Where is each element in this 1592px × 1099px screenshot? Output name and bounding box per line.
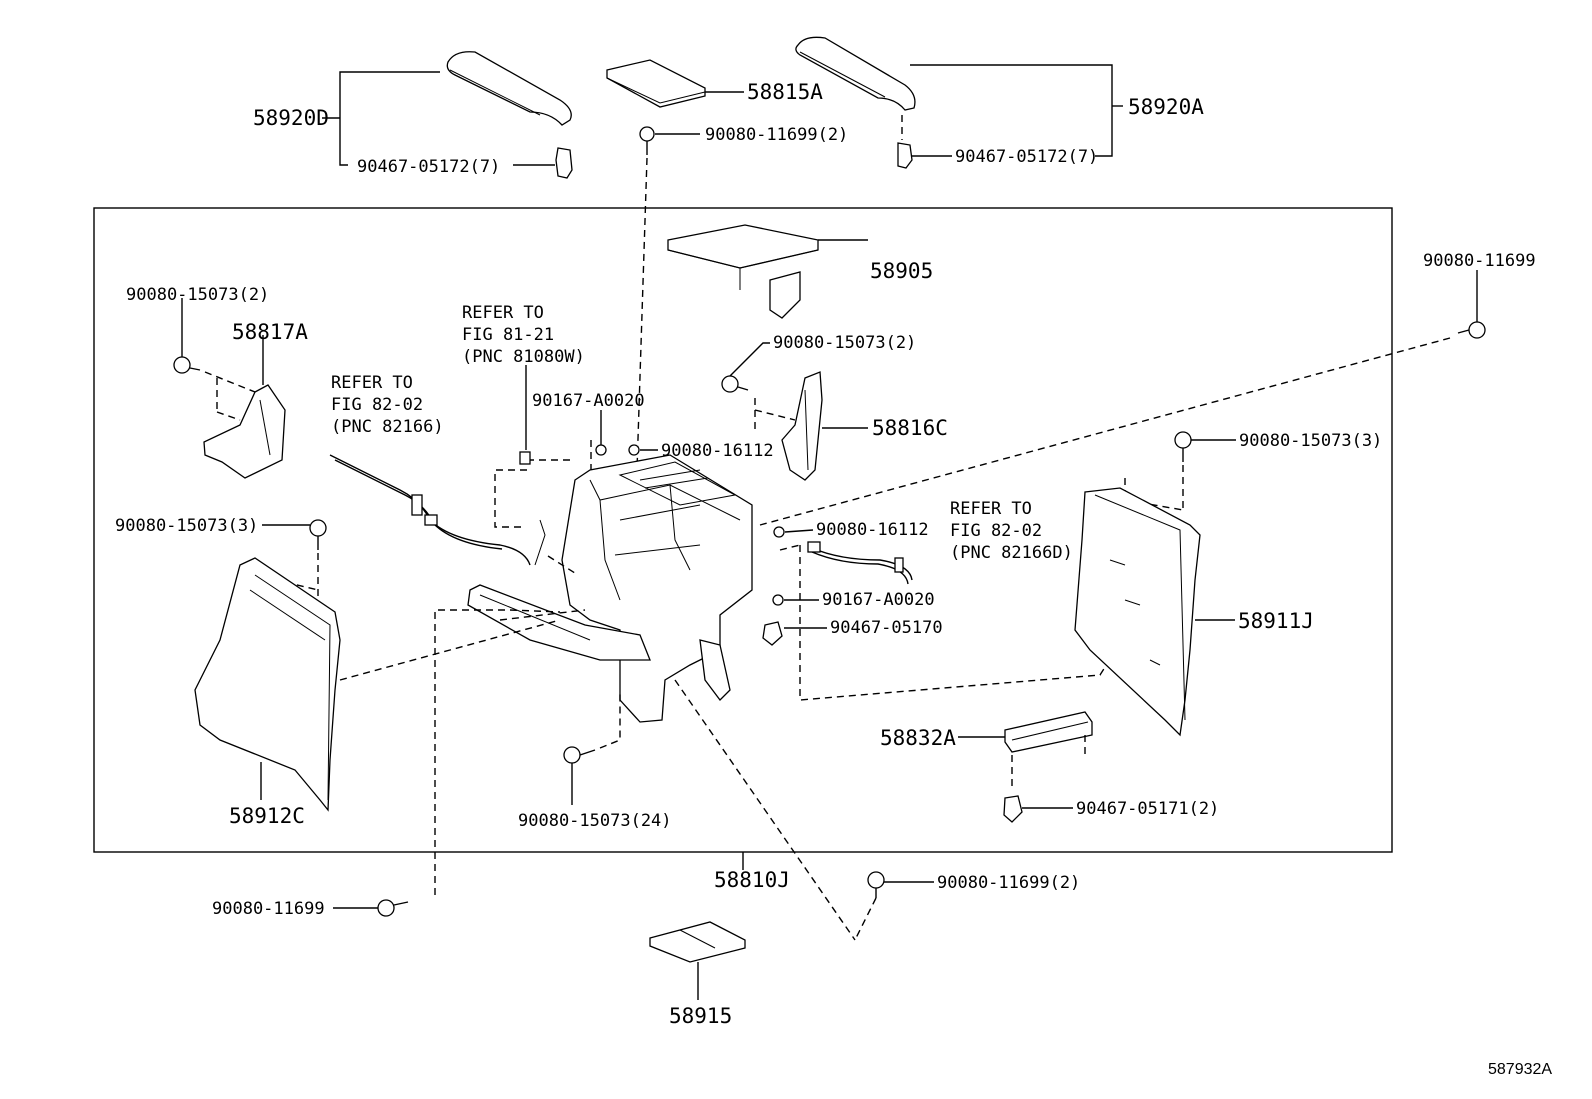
svg-text:(PNC 81080W): (PNC 81080W): [462, 347, 585, 367]
svg-text:FIG 82-02: FIG 82-02: [950, 521, 1042, 541]
label-58815A: 58815A: [747, 80, 823, 104]
note-refer-82166: REFER TO FIG 82-02 (PNC 82166): [331, 373, 444, 437]
bracket-58832a-part: [1004, 711, 1093, 753]
label-58816C: 58816C: [872, 416, 948, 440]
note-refer-81080w: REFER TO FIG 81-21 (PNC 81080W): [462, 303, 585, 367]
label-58817A: 58817A: [232, 320, 308, 344]
svg-text:(PNC 82166D): (PNC 82166D): [950, 543, 1073, 563]
label-90080-15073-3-right: 90080-15073(3): [1239, 431, 1382, 451]
svg-text:REFER TO: REFER TO: [950, 499, 1032, 519]
label-90467-05172-right: 90467-05172(7): [955, 147, 1098, 167]
label-90080-15073-2-left: 90080-15073(2): [126, 285, 269, 305]
bolt-90080-15073-left-part: [173, 356, 201, 374]
label-90080-11699-right: 90080-11699: [1423, 251, 1536, 271]
label-58810J: 58810J: [714, 868, 790, 892]
svg-text:FIG 81-21: FIG 81-21: [462, 325, 554, 345]
bolt-90080-11699-right-part: [1457, 321, 1486, 339]
label-58920A: 58920A: [1128, 95, 1204, 119]
label-90080-15073-24: 90080-15073(24): [518, 811, 672, 831]
bracket-58817a-part: [203, 384, 286, 479]
wire-harness-left-part: [329, 454, 546, 566]
bolt-90080-15073-upper-right-part: [1174, 431, 1192, 462]
label-90080-16112-right: 90080-16112: [816, 520, 929, 540]
armrest-pad-right-part: [795, 36, 916, 111]
clip-90467-left-part: [555, 147, 573, 179]
label-90467-05171: 90467-05171(2): [1076, 799, 1219, 819]
label-90167-A0020-lower: 90167-A0020: [822, 590, 935, 610]
svg-text:(PNC 82166): (PNC 82166): [331, 417, 444, 437]
label-90080-15073-2-right: 90080-15073(2): [773, 333, 916, 353]
note-refer-82166d: REFER TO FIG 82-02 (PNC 82166D): [950, 499, 1073, 563]
label-58832A: 58832A: [880, 726, 956, 750]
label-58911J: 58911J: [1238, 609, 1314, 633]
label-90080-16112-top: 90080-16112: [661, 441, 774, 461]
label-90167-A0020-top: 90167-A0020: [532, 391, 645, 411]
label-90467-05170: 90467-05170: [830, 618, 943, 638]
side-panel-left-part: [194, 557, 341, 812]
label-58905: 58905: [870, 259, 933, 283]
label-90467-05172-left: 90467-05172(7): [357, 157, 500, 177]
console-lid-part: [667, 224, 819, 319]
bracket-58816c-part: [781, 371, 823, 481]
side-panel-right-part: [1074, 487, 1201, 737]
label-90080-11699-bottom-center: 90080-11699(2): [937, 873, 1080, 893]
bolt-90080-15073-lower-part: [563, 746, 596, 764]
bolt-90080-11699-bottom-left-part: [377, 899, 409, 917]
bolt-90080-15073-left-3-part: [309, 519, 327, 550]
label-90080-11699-bottom-left: 90080-11699: [212, 899, 325, 919]
label-90080-15073-3-left: 90080-15073(3): [115, 516, 258, 536]
armrest-pad-left-part: [446, 51, 572, 126]
bolt-90080-11699-bottom-center-part: [867, 871, 885, 898]
label-58915: 58915: [669, 1004, 732, 1028]
clip-90467-right-part: [897, 115, 913, 169]
label-90080-11699-top: 90080-11699(2): [705, 125, 848, 145]
svg-text:REFER TO: REFER TO: [331, 373, 413, 393]
reference-code: 587932A: [1488, 1061, 1552, 1078]
wire-harness-right-part: [807, 541, 913, 585]
svg-text:FIG 82-02: FIG 82-02: [331, 395, 423, 415]
tray-mat-part: [606, 59, 706, 108]
label-58920D: 58920D: [253, 106, 329, 130]
bolt-90080-15073-right-part: [721, 375, 749, 393]
console-box-main-part: [467, 454, 753, 723]
svg-text:REFER TO: REFER TO: [462, 303, 544, 323]
bolt-90080-11699-top-part: [639, 126, 655, 155]
bottom-mat-part: [649, 921, 746, 963]
label-58912C: 58912C: [229, 804, 305, 828]
